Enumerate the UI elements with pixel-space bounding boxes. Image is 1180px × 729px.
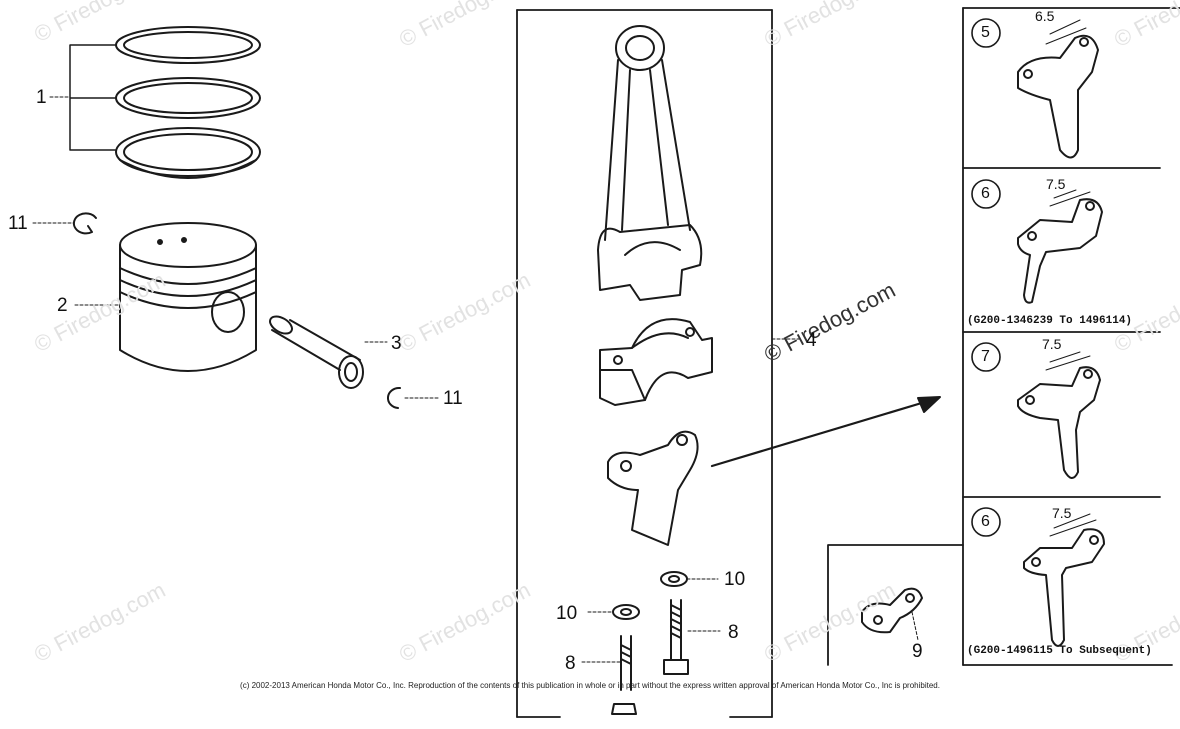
callout-11-left: 11 [8, 213, 28, 234]
washer-lower [612, 604, 640, 620]
piston-rings [115, 11, 261, 179]
panel-6b-number: 6 [981, 513, 990, 530]
variant-panels-frame [962, 7, 1180, 666]
con-rod-frame [516, 9, 773, 718]
panel-6a-dimension: 7.5 [1046, 176, 1066, 192]
callout-2: 2 [57, 295, 68, 316]
panel-5-dimension: 6.5 [1035, 8, 1055, 24]
circlip-left [72, 212, 97, 235]
bolt-head-bottom [611, 703, 637, 715]
callout-9: 9 [912, 641, 923, 662]
callout-3: 3 [391, 333, 402, 354]
panel-6a-number: 6 [981, 185, 990, 202]
callout-11-right: 11 [443, 388, 463, 409]
arrow-to-variants [710, 396, 941, 468]
circlip-right [386, 386, 401, 409]
oil-dipper [607, 430, 699, 546]
panel-6b-circle [971, 507, 1001, 537]
callout-8-left: 8 [565, 653, 576, 674]
panel-7-number: 7 [981, 348, 990, 365]
washer-upper [660, 571, 688, 587]
lock-plate [861, 587, 923, 634]
panel-5-number: 5 [981, 24, 990, 41]
panel-7-dipper [1017, 351, 1101, 479]
panel-6a-caption: (G200-1346239 To 1496114) [967, 315, 1133, 327]
piston [119, 222, 257, 372]
callout-10-right: 10 [724, 569, 746, 590]
panel-6a-dipper [1017, 189, 1103, 304]
panel-6b-dimension: 7.5 [1052, 505, 1072, 521]
copyright-notice: (c) 2002-2013 American Honda Motor Co., … [240, 681, 940, 690]
panel-7-circle [971, 342, 1001, 372]
callout-8-right: 8 [728, 622, 739, 643]
leader-9 [911, 611, 919, 641]
connecting-rod [597, 25, 703, 301]
bolt-right [663, 599, 689, 675]
callout-4: 4 [806, 330, 817, 351]
rod-cap [599, 318, 713, 406]
panel-6a-circle [971, 179, 1001, 209]
bolt-left [620, 635, 632, 691]
panel-7-dimension: 7.5 [1042, 336, 1062, 352]
panel-6b-dipper [1023, 513, 1105, 647]
lock-plate-bracket [827, 544, 964, 666]
piston-pin [269, 315, 364, 389]
panel-5-dipper [1017, 19, 1099, 159]
ring-bracket [69, 44, 116, 151]
panel-6b-caption: (G200-1496115 To Subsequent) [967, 645, 1152, 657]
panel-5-circle [971, 18, 1001, 48]
callout-10-left: 10 [556, 603, 578, 624]
callout-1: 1 [36, 87, 47, 108]
